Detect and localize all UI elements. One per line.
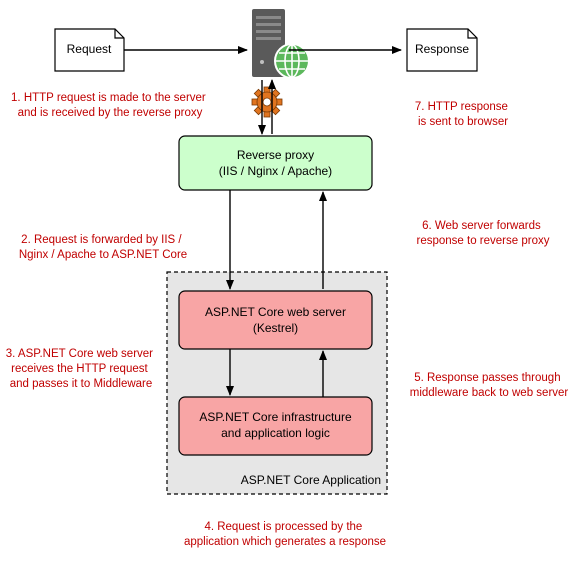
infrastructure-subtitle: and application logic [221,426,330,440]
app-container-label: ASP.NET Core Application [241,473,381,487]
globe-icon [274,43,310,79]
response-document: Response [406,28,478,72]
reverse-proxy-subtitle: (IIS / Nginx / Apache) [219,164,332,178]
step-6-note: 6. Web server forwards response to rever… [417,220,550,247]
step-2-note: 2. Request is forwarded by IIS / Nginx /… [19,234,187,261]
web-server-subtitle: (Kestrel) [253,321,298,335]
infrastructure-title: ASP.NET Core infrastructure [199,410,352,424]
step-5-note: 5. Response passes through middleware ba… [410,372,569,399]
request-document: Request [54,28,125,72]
reverse-proxy-box: Reverse proxy (IIS / Nginx / Apache) [178,135,373,191]
step-4-note: 4. Request is processed by the applicati… [184,521,386,548]
step-1-note: 1. HTTP request is made to the server an… [11,92,209,119]
response-label: Response [415,42,469,56]
reverse-proxy-title: Reverse proxy [237,148,314,162]
gear-icon [251,86,283,118]
infrastructure-box: ASP.NET Core infrastructure and applicat… [178,396,373,456]
web-server-box: ASP.NET Core web server (Kestrel) [178,290,373,350]
request-label: Request [67,42,112,56]
step-7-note: 7. HTTP response is sent to browser [415,101,511,128]
step-3-note: 3. ASP.NET Core web server receives the … [6,348,156,390]
web-server-title: ASP.NET Core web server [205,305,346,319]
